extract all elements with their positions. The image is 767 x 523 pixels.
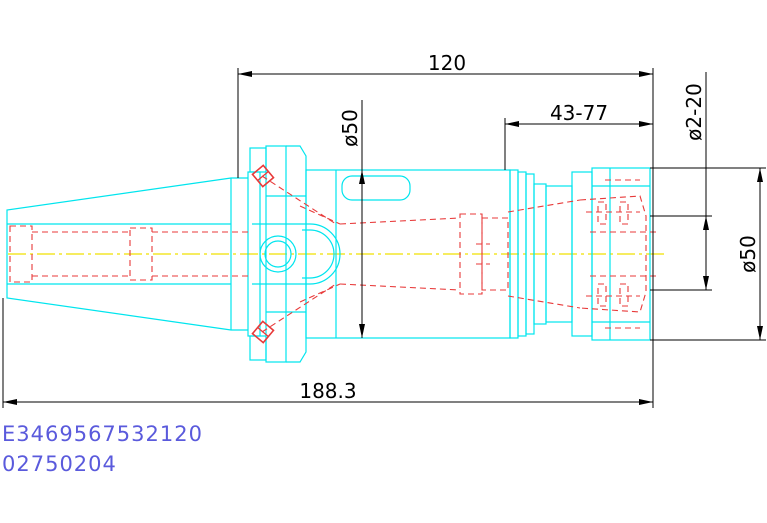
dimension-lines — [2, 68, 766, 408]
set-screw-bottom-icon — [251, 320, 275, 344]
dim-shank-dia: ø50 — [338, 109, 362, 147]
hidden-lines — [9, 175, 660, 333]
dim-nose-dia: ø50 — [736, 235, 760, 273]
part-number: 02750204 — [2, 452, 117, 476]
dim-top-length: 120 — [428, 51, 466, 75]
part-code: E3469567532120 — [2, 422, 203, 446]
part-outline — [6, 145, 651, 363]
dim-clamp-range: ø2-20 — [682, 83, 706, 141]
dim-extension: 43-77 — [550, 101, 608, 125]
dim-total-length: 188.3 — [299, 379, 356, 403]
set-screw-top-icon — [251, 164, 275, 188]
dimension-arrows — [3, 71, 763, 405]
